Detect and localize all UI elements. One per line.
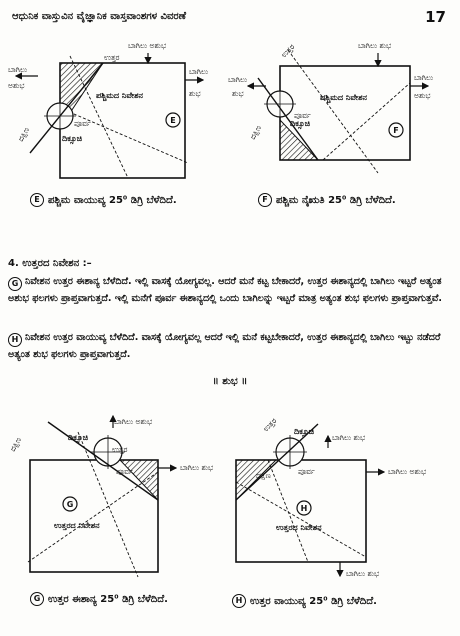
diagram-f-label-bad: ಅಶುಭ <box>414 91 431 100</box>
diagram-g-label-compass: ದಿಕ್ಸೂಚಿ <box>68 433 89 443</box>
caption-f: F ಪಶ್ಚಿಮ ನೈಋತಿ 25⁰ ಡಿಗ್ರಿ ಬೆಳೆದಿದೆ. <box>258 193 396 207</box>
diagram-h-letter: H <box>301 504 308 513</box>
diagram-f-label-east: ಪೂರ್ವ <box>294 111 311 120</box>
diagram-g-letter: G <box>67 500 74 509</box>
diagram-h: H ಉತ್ತರದ ನಿವೇಶನ ಬಾಗಿಲು ಶುಭ ಬಾಗಿಲು ಅಶುಭ ಬ… <box>228 412 452 582</box>
diagram-f-title: ಪಶ್ಚಿಮದ ನಿವೇಶನ <box>320 93 367 103</box>
diagram-h-label-door-good-top: ಬಾಗಿಲು ಶುಭ <box>332 433 366 442</box>
diagram-h-label-door-bad: ಬಾಗಿಲು ಅಶುಭ <box>388 467 427 476</box>
diagram-h-label-north: ಉತ್ತರ <box>261 416 278 433</box>
paragraph-h-text: ನಿವೇಶನ ಉತ್ತರ ವಾಯುವ್ಯ ಬೆಳೆದಿದೆ. ವಾಸಕ್ಕೆ ಯ… <box>8 332 441 360</box>
diagram-f: F ಪಶ್ಚಿಮದ ನಿವೇಶನ ಬಾಗಿಲು ಶುಭ ಬಾಗಿಲು ಅಶುಭ … <box>228 38 452 188</box>
diagram-e-label-door-left: ಬಾಗಿಲು <box>8 65 28 74</box>
diagram-e-label-north: ಉತ್ತರ <box>104 53 120 62</box>
section-heading: 4. ಉತ್ತರದ ನಿವೇಶನ :– <box>8 258 92 269</box>
diagram-g-label-door-good: ಬಾಗಿಲು ಶುಭ <box>180 463 214 472</box>
caption-g: G ಉತ್ತರ ಈಶಾನ್ಯ 25⁰ ಡಿಗ್ರಿ ಬೆಳೆದಿದೆ. <box>30 592 168 606</box>
diagram-e: E ಪಶ್ಚಿಮದ ನಿವೇಶನ ಬಾಗಿಲು ಅಶುಭ ಬಾಗಿಲು ಶುಭ … <box>8 38 209 188</box>
diagram-g-label-north: ಉತ್ತರ <box>112 445 128 454</box>
diagram-f-svg: F ಪಶ್ಚಿಮದ ನಿವೇಶನ ಬಾಗಿಲು ಶುಭ ಬಾಗಿಲು ಅಶುಭ … <box>228 41 434 174</box>
caption-h-text: ಉತ್ತರ ವಾಯುವ್ಯ 25⁰ ಡಿಗ್ರಿ ಬೆಳೆದಿದೆ. <box>250 595 377 607</box>
diagram-h-label-compass: ದಿಕ್ಸೂಚಿ <box>294 427 315 437</box>
diagram-h-label-door-good-bottom: ಬಾಗಿಲು ಶುಭ <box>346 569 380 578</box>
diagram-e-label-east: ಪೂರ್ವ <box>74 119 91 128</box>
caption-f-letter: F <box>258 193 272 207</box>
diagram-f-label-good-left: ಶುಭ <box>232 89 244 98</box>
diagram-f-label-south: ದಕ್ಷಿಣ <box>248 123 264 141</box>
diagram-g-label-door-bad: ಬಾಗಿಲು ಅಶುಭ <box>114 417 153 426</box>
caption-h-letter: H <box>232 594 246 608</box>
diagram-f-label-door-left: ಬಾಗಿಲು <box>228 75 248 84</box>
running-title: ಆಧುನಿಕ ವಾಸ್ತುವಿನ ವೈಜ್ಞಾನಿಕ ವಾಸ್ತವಾಂಶಗಳ ವ… <box>12 11 186 22</box>
diagram-g-title: ಉತ್ತರದ ನಿವೇಶನ <box>54 521 100 531</box>
page-header: ಆಧುನಿಕ ವಾಸ್ತುವಿನ ವೈಜ್ಞಾನಿಕ ವಾಸ್ತವಾಂಶಗಳ ವ… <box>8 8 452 30</box>
diagram-h-label-south: ದಕ್ಷಿಣ <box>256 471 272 481</box>
diagram-f-label-door: ಬಾಗಿಲು <box>414 73 434 82</box>
caption-e-text: ಪಶ್ಚಿಮ ವಾಯುವ್ಯ 25⁰ ಡಿಗ್ರಿ ಬೆಳೆದಿದೆ. <box>48 194 177 206</box>
diagram-f-label-compass: ದಿಕ್ಸೂಚಿ <box>290 119 311 129</box>
diagram-h-svg: H ಉತ್ತರದ ನಿವೇಶನ ಬಾಗಿಲು ಶುಭ ಬಾಗಿಲು ಅಶುಭ ಬ… <box>235 416 427 578</box>
diagram-e-label-door-bad: ಬಾಗಿಲು ಅಶುಭ <box>128 41 167 50</box>
diagram-e-title: ಪಶ್ಚಿಮದ ನಿವೇಶನ <box>96 91 143 101</box>
diagram-e-label-bad-left: ಅಶುಭ <box>8 81 25 90</box>
diagram-e-label-compass: ದಿಕ್ಸೂಚಿ <box>62 134 83 144</box>
diagram-e-label-south: ದಕ್ಷಿಣ <box>16 125 32 143</box>
diagram-g-label-south: ದಕ್ಷಿಣ <box>8 435 24 453</box>
page-number: 17 <box>425 8 446 26</box>
diagram-g-label-east: ಪೂರ್ವ <box>116 467 133 476</box>
diagram-e-label-good: ಶುಭ <box>189 89 201 98</box>
diagram-f-label-door-good: ಬಾಗಿಲು ಶುಭ <box>358 41 392 50</box>
diagram-e-svg: E ಪಶ್ಚಿಮದ ನಿವೇಶನ ಬಾಗಿಲು ಅಶುಭ ಬಾಗಿಲು ಶುಭ … <box>8 41 209 179</box>
caption-h: H ಉತ್ತರ ವಾಯುವ್ಯ 25⁰ ಡಿಗ್ರಿ ಬೆಳೆದಿದೆ. <box>232 594 377 608</box>
diagram-h-label-east: ಪೂರ್ವ <box>298 467 315 476</box>
diagram-e-label-door: ಬಾಗಿಲು <box>189 67 209 76</box>
caption-e-letter: E <box>30 193 44 207</box>
paragraph-g-letter: G <box>8 277 22 291</box>
caption-f-text: ಪಶ್ಚಿಮ ನೈಋತಿ 25⁰ ಡಿಗ್ರಿ ಬೆಳೆದಿದೆ. <box>276 194 396 206</box>
diagram-g-svg: G ಉತ್ತರದ ನಿವೇಶನ ಬಾಗಿಲು ಅಶುಭ ಬಾಗಿಲು ಶುಭ ದ… <box>8 414 214 578</box>
caption-g-text: ಉತ್ತರ ಈಶಾನ್ಯ 25⁰ ಡಿಗ್ರಿ ಬೆಳೆದಿದೆ. <box>48 593 168 605</box>
caption-g-letter: G <box>30 592 44 606</box>
caption-e: E ಪಶ್ಚಿಮ ವಾಯುವ್ಯ 25⁰ ಡಿಗ್ರಿ ಬೆಳೆದಿದೆ. <box>30 193 177 207</box>
shubha-mark: ॥ ಶುಭ ॥ <box>212 376 248 387</box>
diagram-h-title: ಉತ್ತರದ ನಿವೇಶನ <box>276 523 322 533</box>
diagram-f-letter: F <box>393 126 398 135</box>
paragraph-g-text: ನಿವೇಶನ ಉತ್ತರ ಈಶಾನ್ಯ ಬೆಳೆದಿದೆ. ಇಲ್ಲಿ ವಾಸಕ… <box>8 276 442 304</box>
diagram-f-label-north: ಉತ್ತರ <box>279 42 296 59</box>
diagram-g: G ಉತ್ತರದ ನಿವೇಶನ ಬಾಗಿಲು ಅಶುಭ ಬಾಗಿಲು ಶುಭ ದ… <box>8 412 218 582</box>
paragraph-h-letter: H <box>8 333 22 347</box>
diagram-e-letter: E <box>170 116 175 125</box>
